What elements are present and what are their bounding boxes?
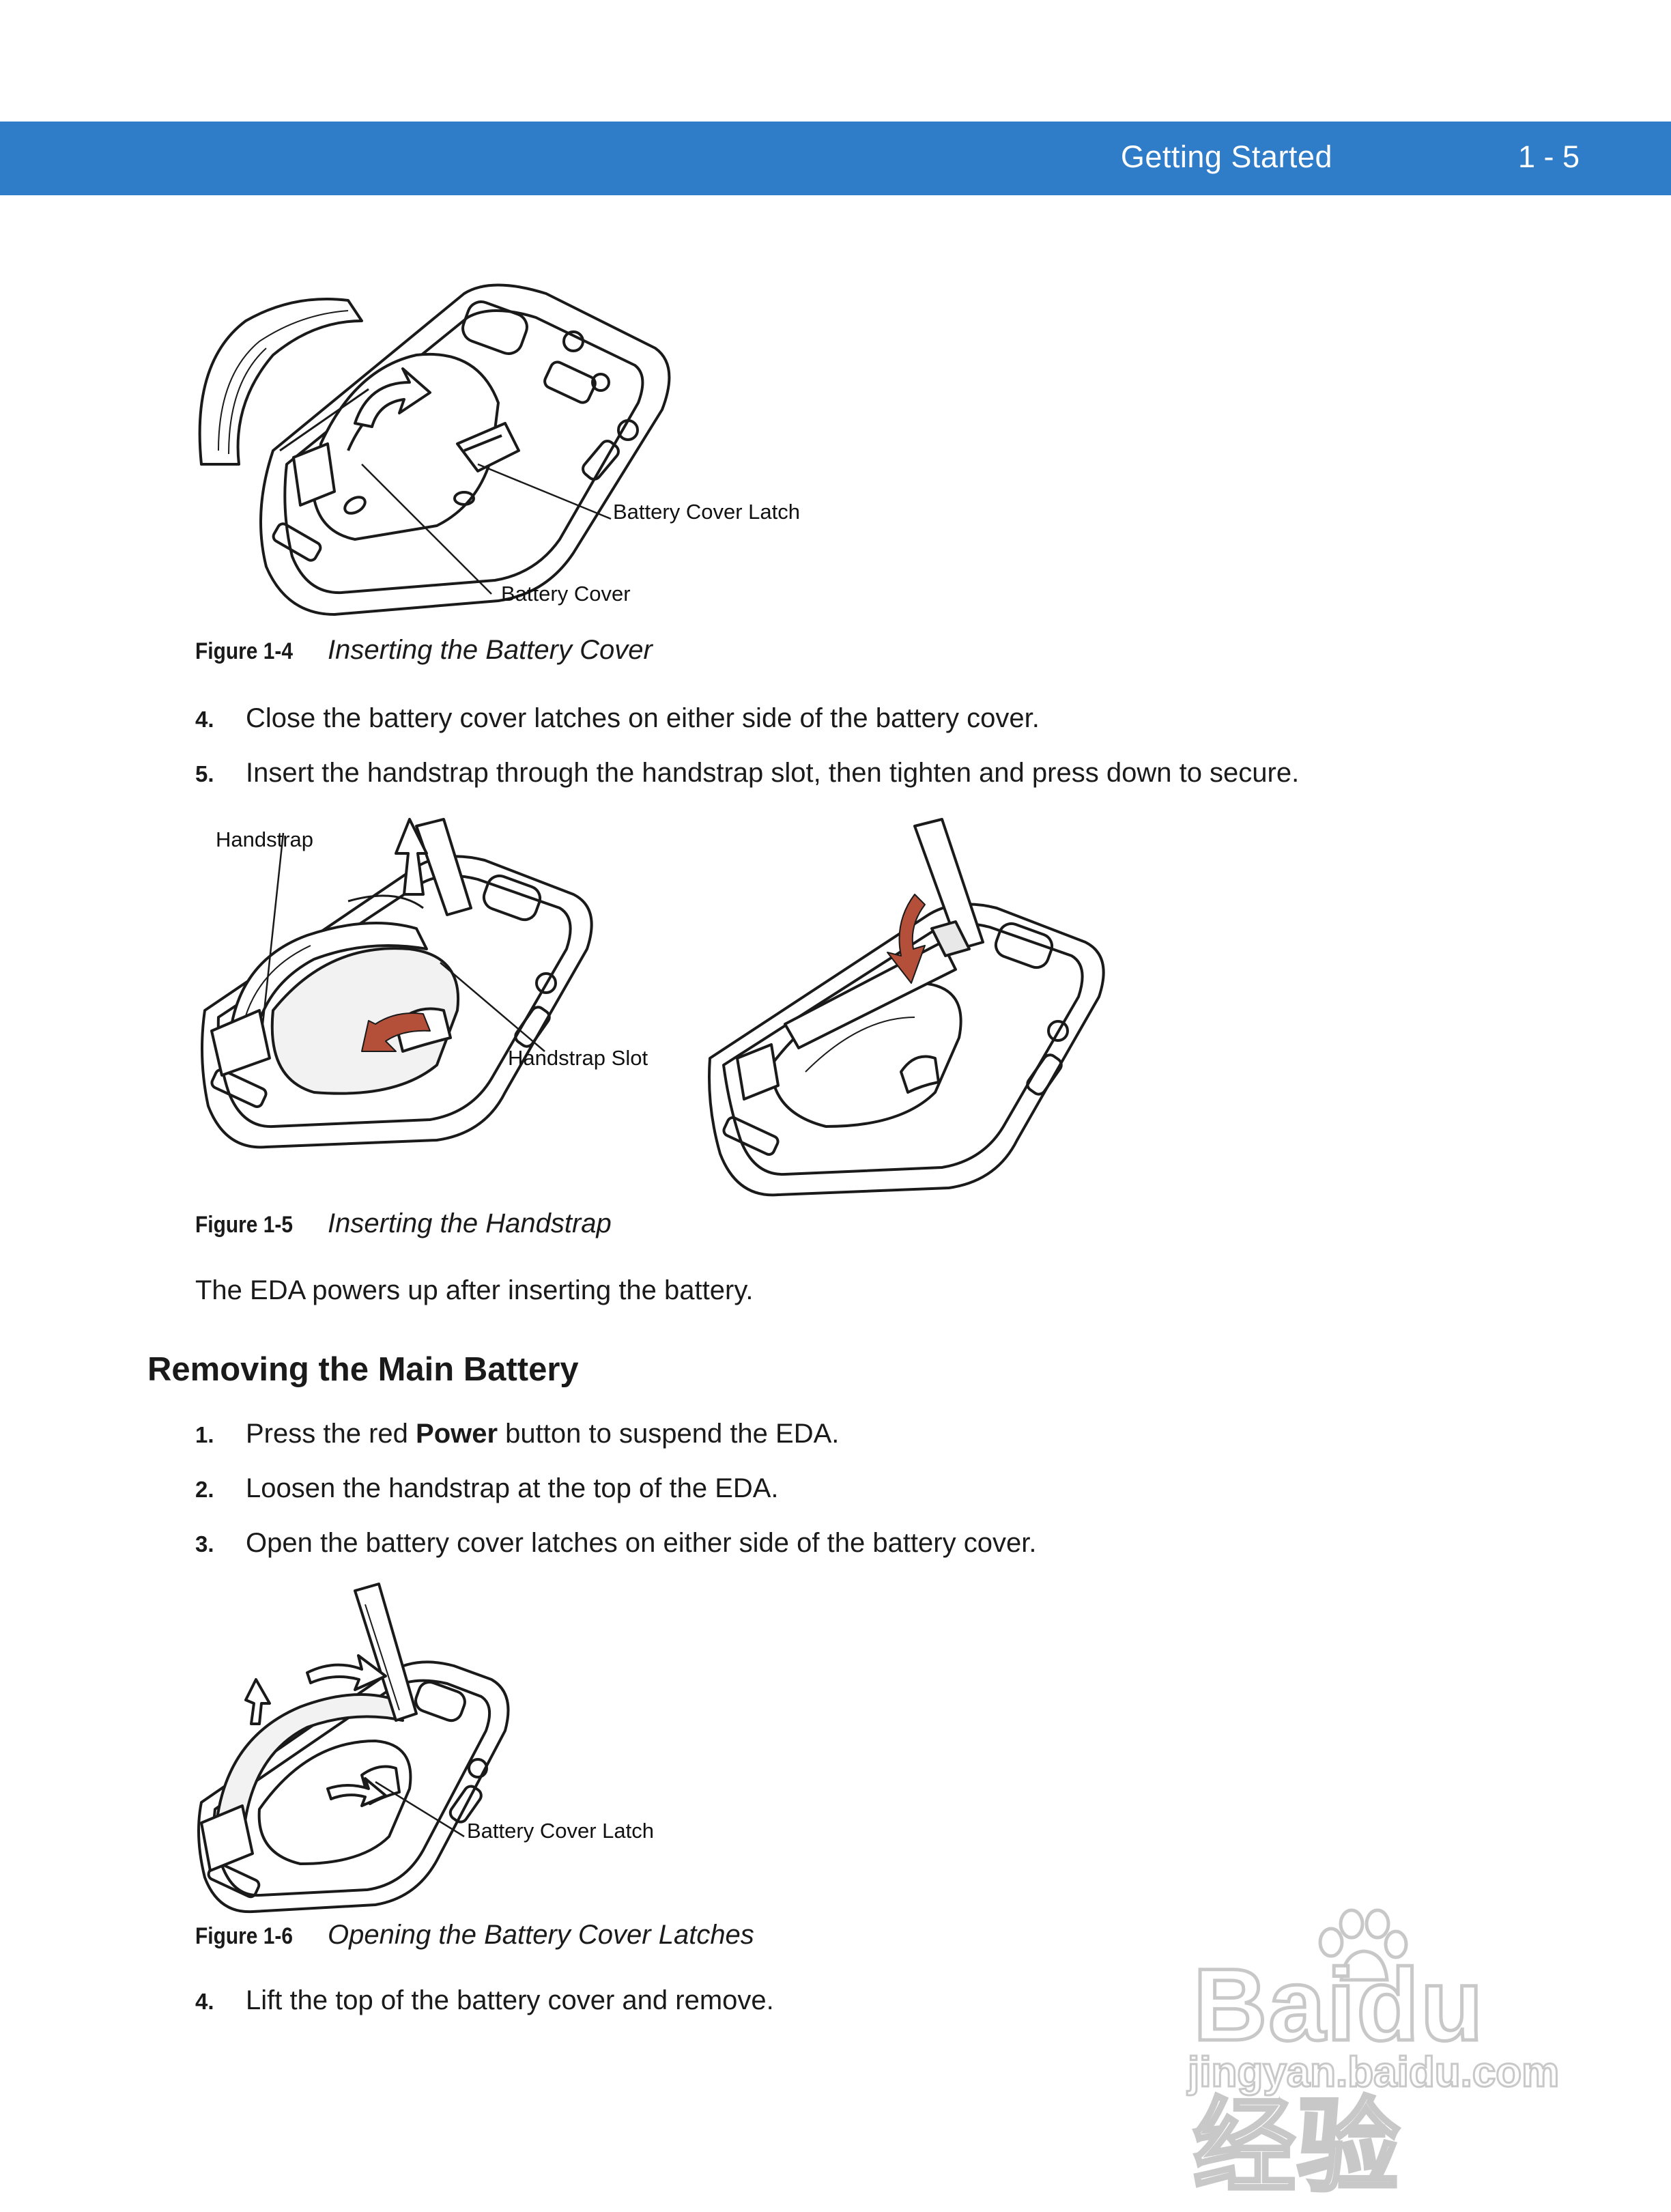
- paw-icon: [1318, 1908, 1408, 1982]
- body-paragraph: The EDA powers up after inserting the ba…: [195, 1275, 754, 1305]
- header-page-number: 1 - 5: [1518, 139, 1580, 174]
- figure-1-6-caption: Figure 1-6 Opening the Battery Cover Latc…: [195, 1920, 754, 1951]
- step-text: Close the battery cover latches on eithe…: [246, 703, 1040, 733]
- figure-1-6-illustration: [197, 1583, 510, 1914]
- step-number: 5.: [195, 761, 214, 786]
- figure-title: Inserting the Handstrap: [328, 1208, 612, 1238]
- callout-battery-cover-latch: Battery Cover Latch: [613, 500, 800, 524]
- step-text-after: button to suspend the EDA.: [498, 1419, 840, 1449]
- figure-1-5-illustration-left: [201, 818, 593, 1149]
- list-item: 4. Lift the top of the battery cover and …: [195, 1985, 774, 2016]
- list-item: 4. Close the battery cover latches on eit…: [195, 703, 1040, 734]
- figure-number: Figure 1-6: [195, 1923, 293, 1949]
- step-number: 2.: [195, 1477, 214, 1502]
- step-number: 3.: [195, 1531, 214, 1557]
- watermark-brand: Baidu经验: [1192, 1946, 1485, 2206]
- step-text: Lift the top of the battery cover and re…: [246, 1985, 774, 2015]
- figure-number: Figure 1-4: [195, 638, 293, 664]
- list-item: 3. Open the battery cover latches on eith…: [195, 1528, 1036, 1559]
- figure-1-5-caption: Figure 1-5 Inserting the Handstrap: [195, 1208, 612, 1239]
- page-header-band: [0, 122, 1671, 195]
- callout-handstrap-slot: Handstrap Slot: [508, 1046, 648, 1070]
- step-text: Open the battery cover latches on either…: [246, 1528, 1037, 1558]
- step-number: 4.: [195, 1989, 214, 2014]
- callout-handstrap: Handstrap: [216, 827, 314, 851]
- step-text: Loosen the handstrap at the top of the E…: [246, 1473, 779, 1503]
- baidu-jingyan-watermark: Baidu经验 jingyan.baidu.com: [1174, 1905, 1584, 2206]
- figure-title: Opening the Battery Cover Latches: [328, 1920, 754, 1950]
- section-heading: Removing the Main Battery: [147, 1351, 579, 1388]
- figure-1-4-caption: Figure 1-4 Inserting the Battery Cover: [195, 635, 653, 666]
- step-text: Insert the handstrap through the handstr…: [246, 758, 1300, 788]
- list-item: 2. Loosen the handstrap at the top of the…: [195, 1473, 779, 1504]
- step-text-before: Press the red: [246, 1419, 416, 1449]
- list-item: 1. Press the red Power button to suspend …: [195, 1419, 839, 1449]
- step-number: 1.: [195, 1422, 214, 1447]
- callout-battery-cover: Battery Cover: [501, 582, 631, 606]
- figure-1-5-illustration-right: [708, 818, 1105, 1197]
- list-item: 5. Insert the handstrap through the hands…: [195, 758, 1299, 789]
- callout-battery-cover-latch-2: Battery Cover Latch: [467, 1819, 654, 1843]
- figure-number: Figure 1-5: [195, 1212, 293, 1238]
- figure-1-4-illustration: [198, 283, 671, 616]
- header-chapter-title: Getting Started: [1120, 139, 1332, 174]
- step-number: 4.: [195, 707, 214, 732]
- figure-title: Inserting the Battery Cover: [328, 635, 653, 665]
- watermark-url: jingyan.baidu.com: [1186, 2048, 1560, 2097]
- power-button-label: Power: [416, 1419, 498, 1449]
